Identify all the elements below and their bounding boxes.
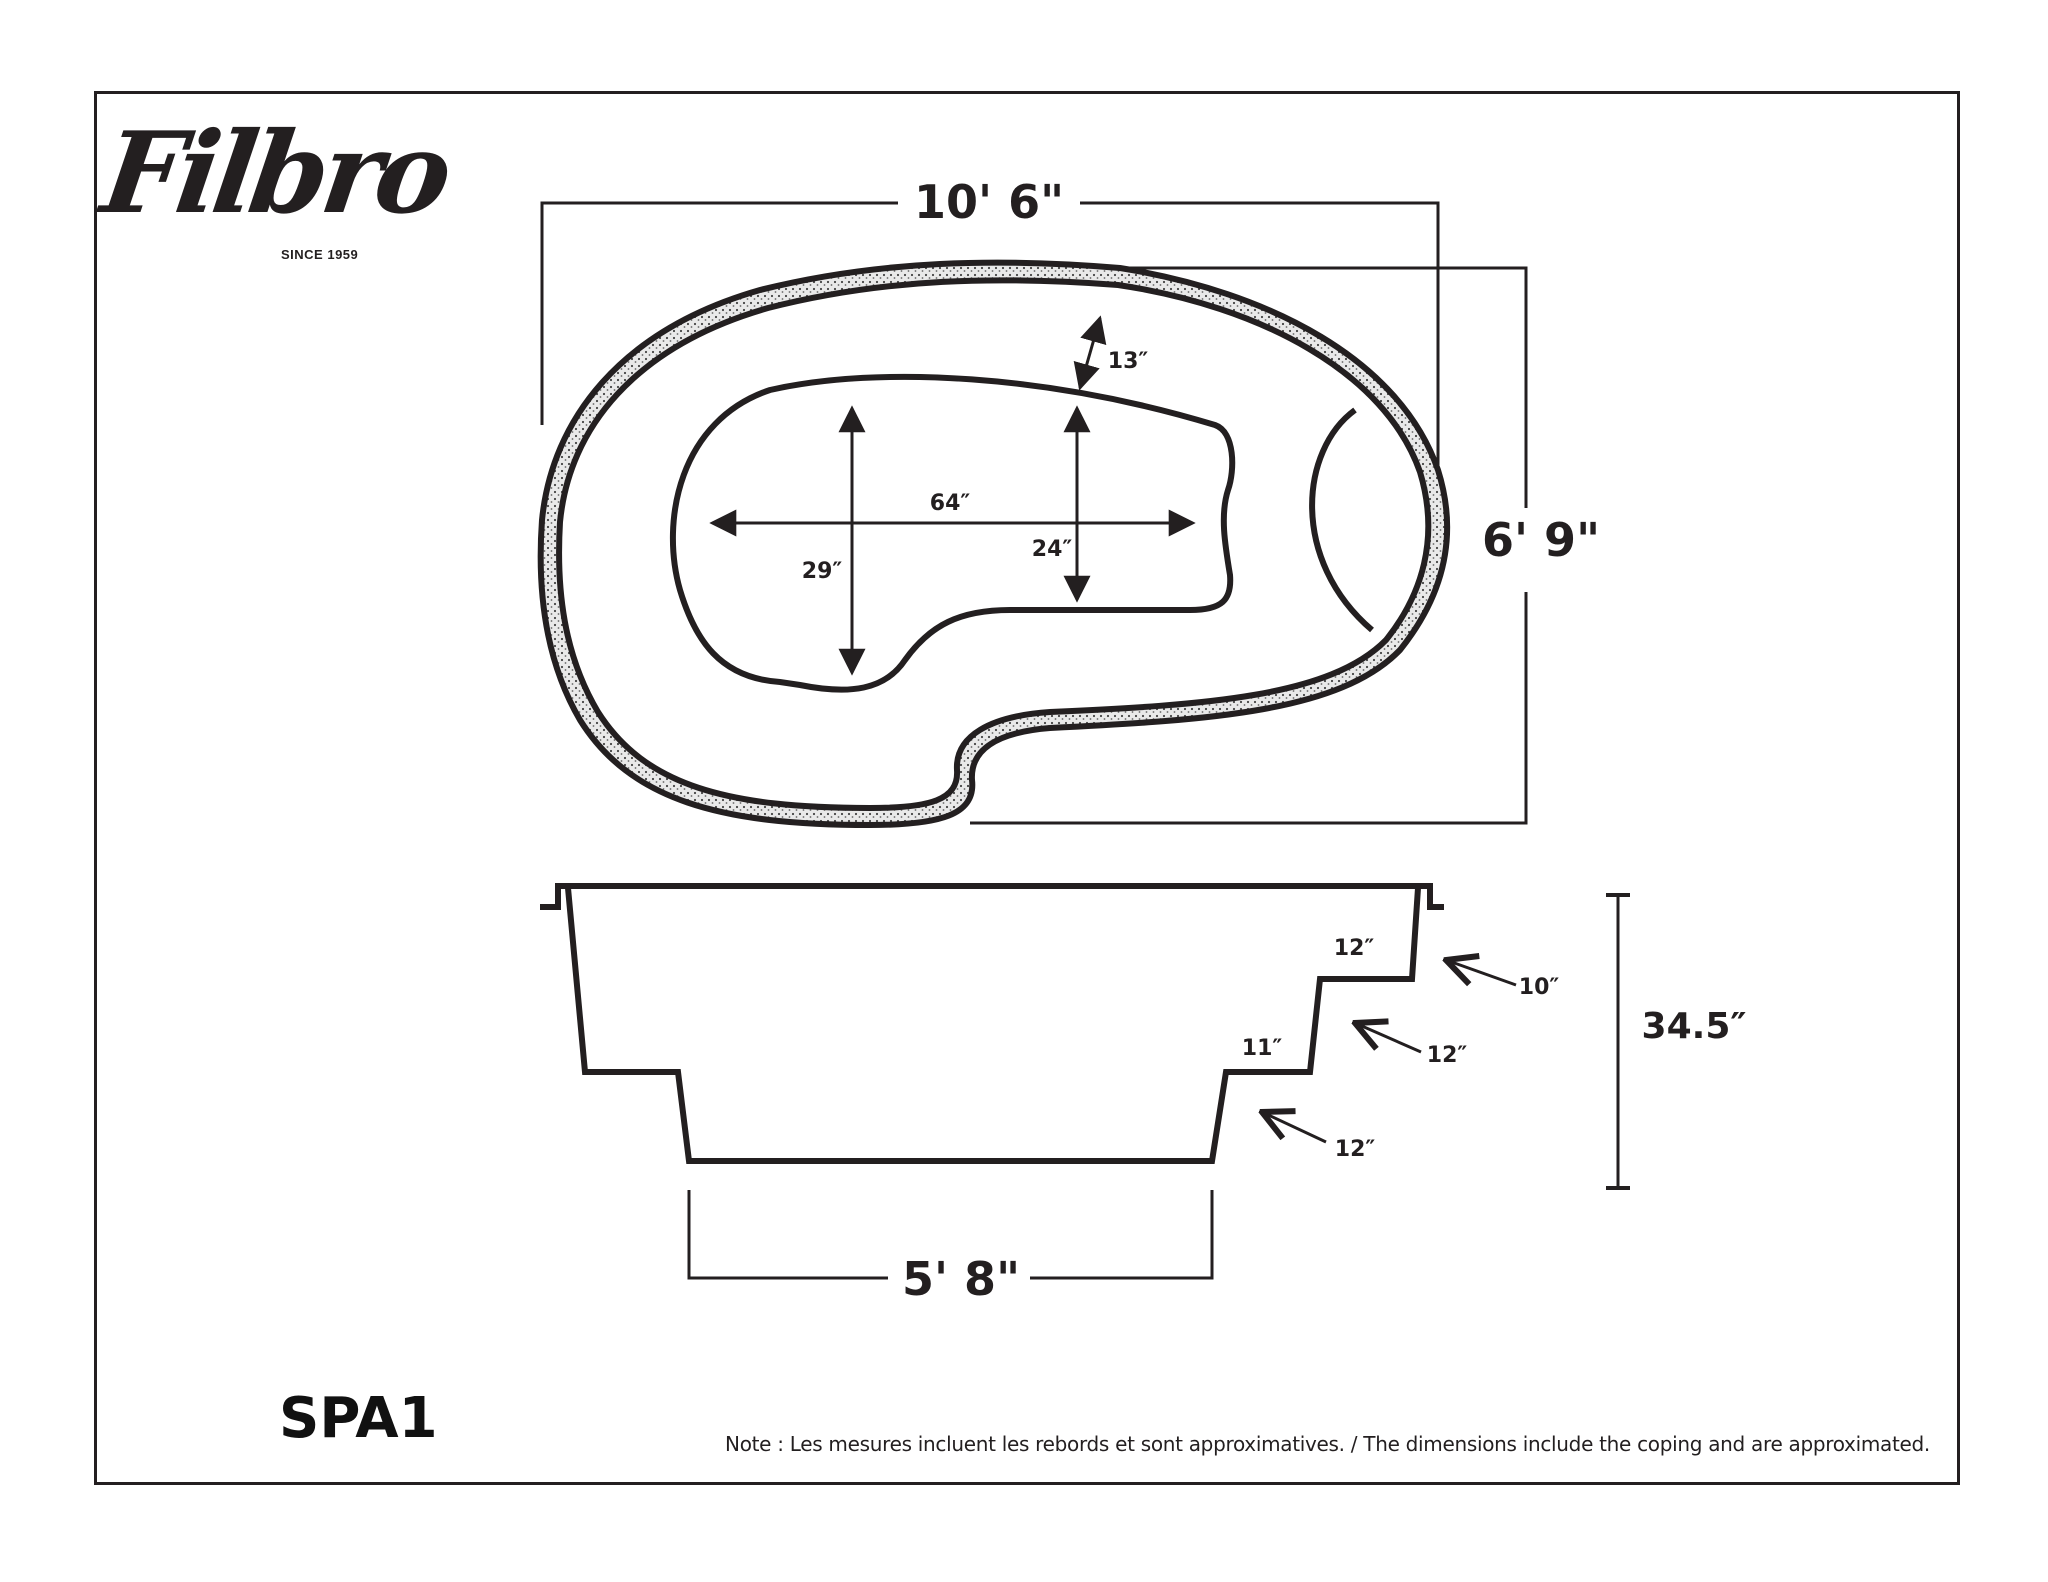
rise-top-arrow (1446, 960, 1517, 987)
depth-label: 34.5″ (1642, 1006, 1747, 1047)
top-view: 10' 6" 6' 9" 13″ 64″ 29″ 24″ (537, 175, 1600, 829)
width-label: 6' 9" (1482, 513, 1600, 567)
rise-middle-label: 12″ (1427, 1043, 1468, 1068)
bottom-width-line-right (1030, 1190, 1214, 1280)
lower-step-tread-label: 11″ (1242, 1036, 1283, 1061)
brand-since-label: SINCE 1959 (281, 247, 359, 262)
drawing-border (94, 91, 1960, 1485)
model-name: SPA1 (279, 1386, 438, 1451)
length-label: 10' 6" (914, 175, 1064, 229)
side-view: 34.5″ 5' 8" 12″ 11″ 10″ 12″ 12″ (540, 883, 1747, 1306)
width-dimension-line-top (1120, 266, 1528, 508)
seat-width-arrow (1073, 315, 1107, 391)
dimensions-note: Note : Les mesures incluent les rebords … (725, 1432, 1930, 1456)
footwell-width-right-label: 24″ (1032, 537, 1073, 562)
corner-seat-line (1309, 407, 1374, 633)
rise-bottom-label: 12″ (1335, 1137, 1376, 1162)
rise-bottom-arrow (1262, 1112, 1327, 1144)
footwell-length-label: 64″ (930, 491, 971, 516)
bottom-width-line-left (687, 1190, 888, 1280)
rise-middle-arrow (1355, 1023, 1422, 1054)
bottom-width-label: 5' 8" (902, 1252, 1020, 1306)
length-dimension-line-right (1080, 201, 1440, 465)
rise-top-label: 10″ (1519, 975, 1560, 1000)
width-dimension-line-bottom (970, 592, 1528, 825)
seat-width-label: 13″ (1108, 349, 1149, 374)
footwell-width-left-label: 29″ (802, 559, 843, 584)
spa-profile (540, 883, 1444, 1164)
upper-step-tread-label: 12″ (1334, 936, 1375, 961)
length-dimension-line-left (540, 201, 898, 425)
